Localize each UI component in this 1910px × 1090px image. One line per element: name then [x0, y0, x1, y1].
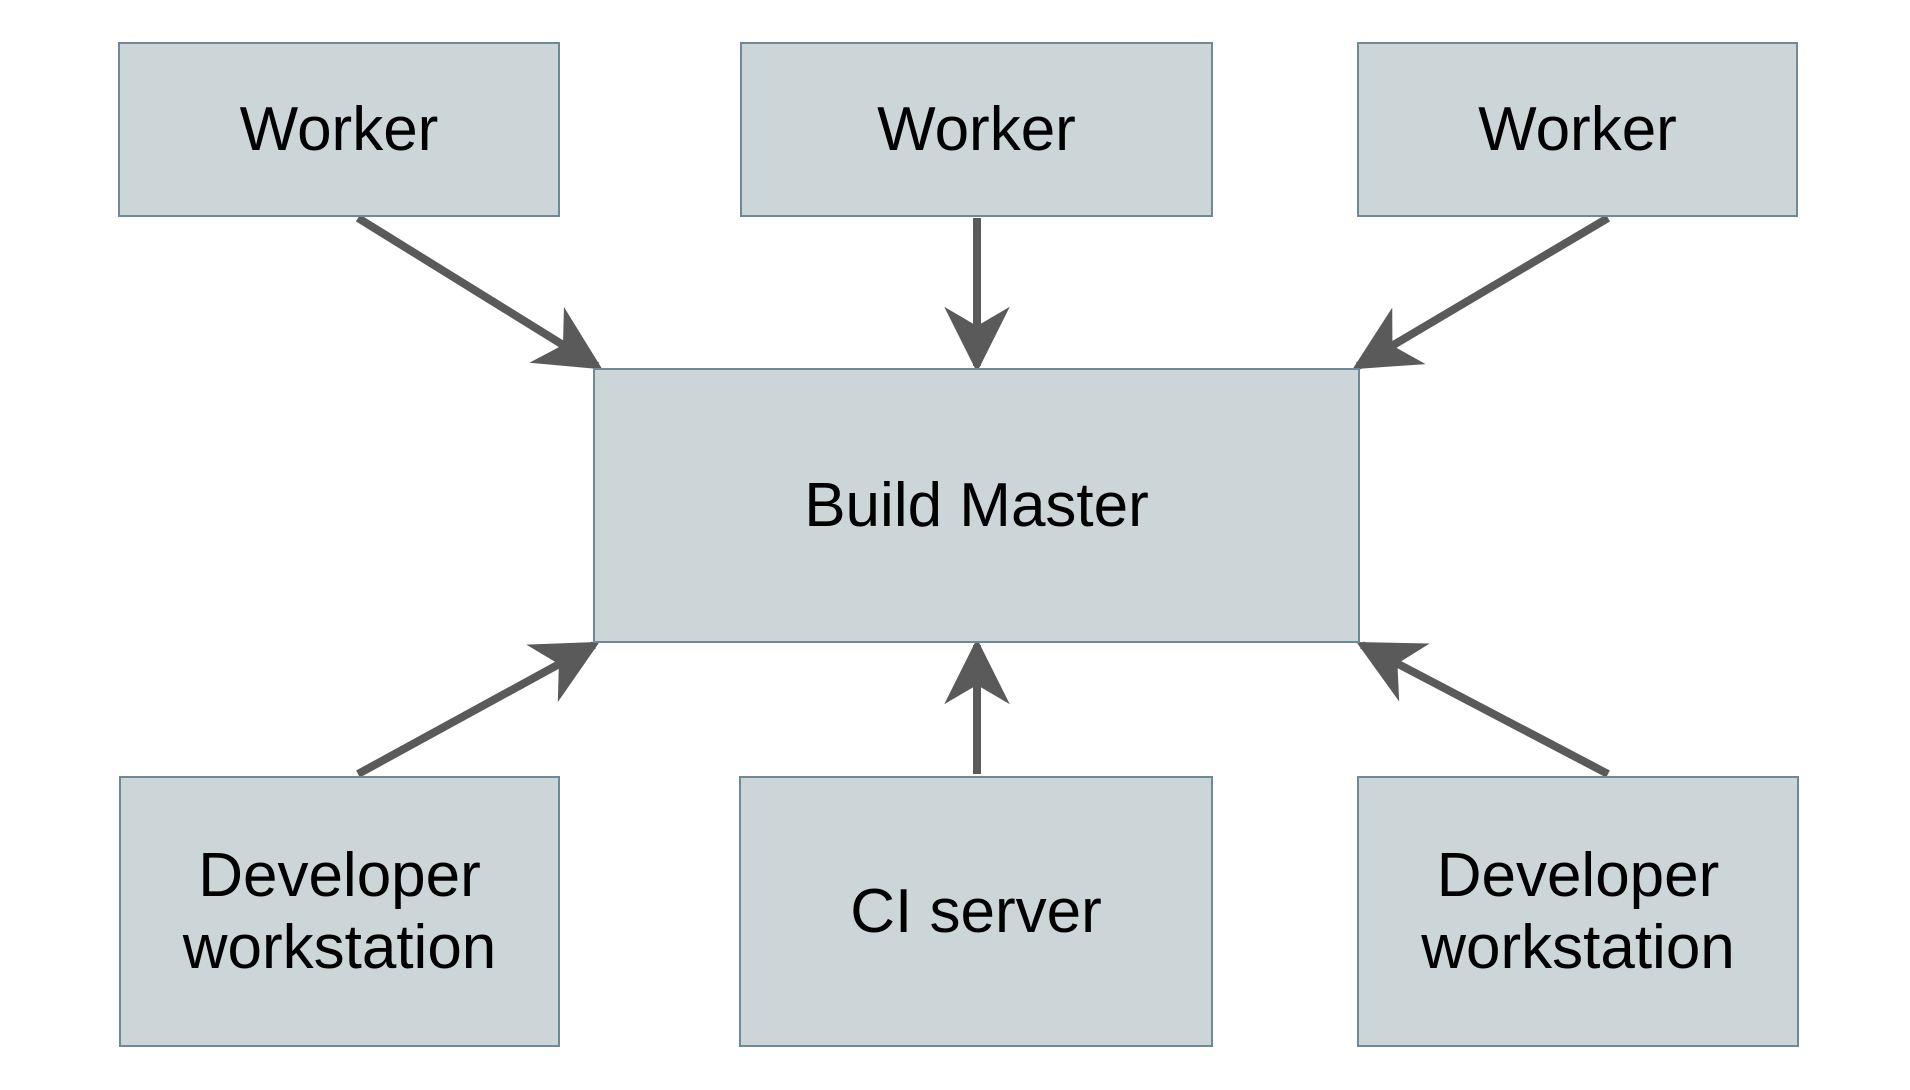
node-label: Worker [1478, 94, 1677, 164]
node-label: Build Master [804, 470, 1149, 540]
node-developer-workstation-left[interactable]: Developer workstation [119, 776, 560, 1047]
node-label: Worker [239, 94, 439, 164]
edge-worker-3-to-build-master [1352, 214, 1611, 370]
node-worker-2[interactable]: Worker [740, 42, 1213, 217]
node-developer-workstation-right[interactable]: Developer workstation [1357, 776, 1799, 1047]
node-label: Worker [877, 94, 1076, 164]
edge-developer-workstation-left-to-build-master [356, 641, 600, 778]
node-label: Developer workstation [182, 841, 497, 982]
node-ci-server[interactable]: CI server [739, 776, 1213, 1047]
node-worker-3[interactable]: Worker [1357, 42, 1798, 217]
node-build-master[interactable]: Build Master [593, 368, 1360, 643]
node-worker-1[interactable]: Worker [118, 42, 560, 217]
edge-worker-1-to-build-master [355, 214, 603, 370]
edge-developer-workstation-right-to-build-master [1356, 641, 1610, 778]
node-label: CI server [850, 876, 1102, 946]
node-label: Developer workstation [1421, 841, 1735, 982]
